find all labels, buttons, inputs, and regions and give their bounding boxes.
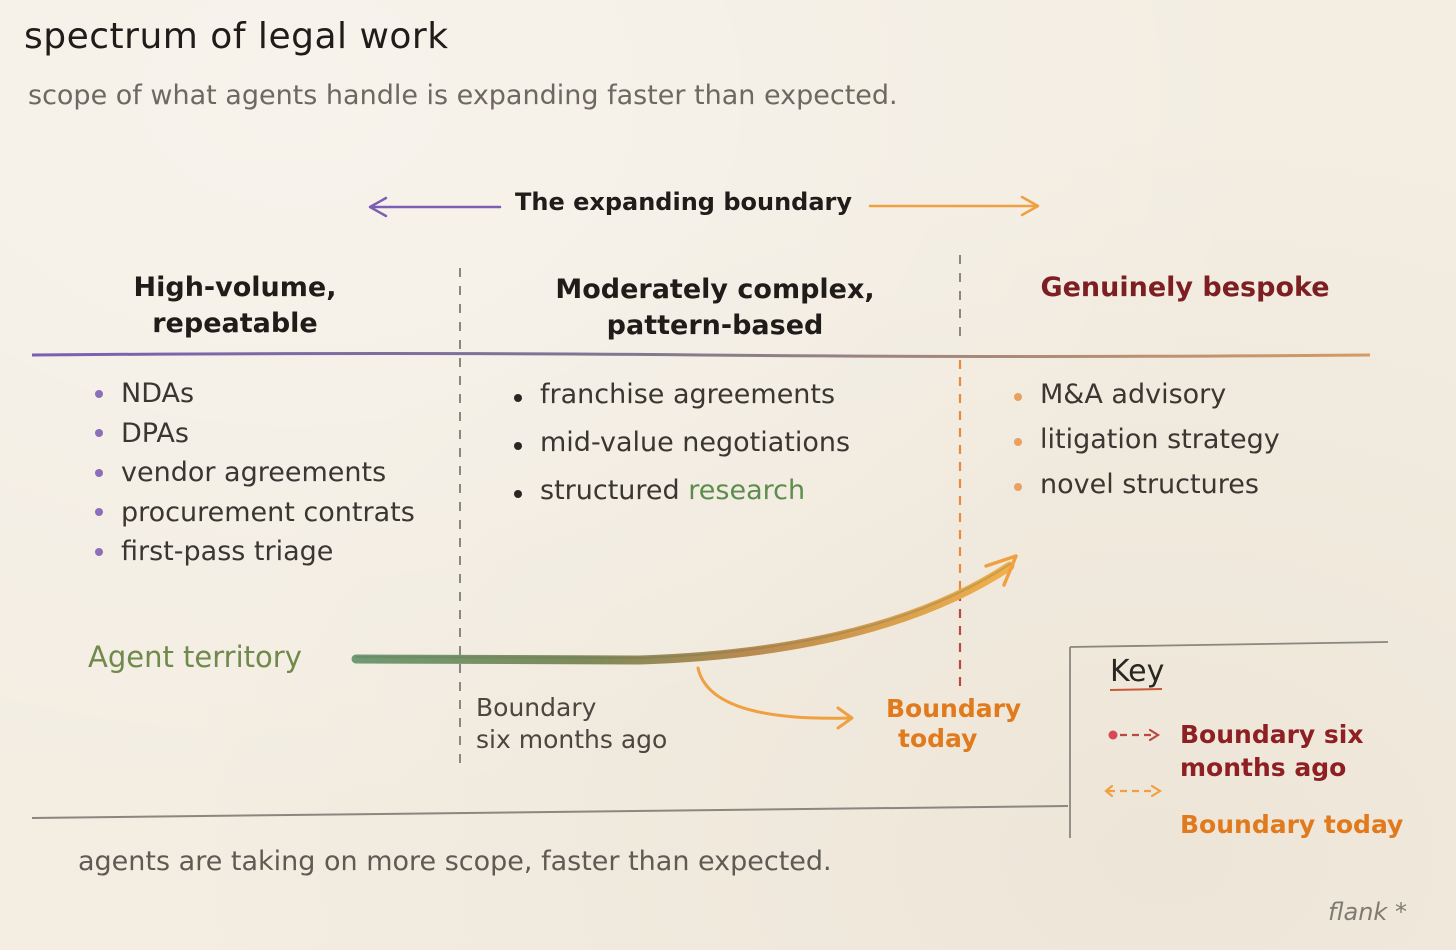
list-moderately-complex: franchise agreements mid-value negotiati… [514,374,850,518]
label-line: today [898,724,978,753]
list-item: first-pass triage [95,532,415,572]
list-item-label: mid-value negotiations [540,427,851,458]
list-item-label: vendor agreements [121,457,387,488]
key-entry-line: months ago [1180,753,1347,782]
shift-to-today-arrow [696,666,854,730]
bullet-icon [514,394,522,402]
key-entry-six-months: Boundary six months ago [1180,718,1364,784]
agent-territory-arrow [351,554,1018,665]
list-item-label: M&A advisory [1040,379,1227,410]
list-item: M&A advisory [1014,374,1280,419]
column-heading-high-volume: High-volume, repeatable [100,270,370,342]
signature: flank * [1328,898,1407,926]
bullet-icon [95,429,103,438]
highlighted-word: research [688,475,806,506]
heading-line: Genuinely bespoke [1040,272,1330,303]
key-today-symbol [1104,784,1163,798]
expanding-boundary-left-arrow [368,196,502,218]
key-box [1069,641,1389,838]
heading-line: repeatable [152,308,318,339]
list-item-label: novel structures [1040,469,1259,500]
column-heading-moderately-complex: Moderately complex, pattern-based [545,272,885,344]
label-line: Boundary [886,694,1022,723]
list-item-label: NDAs [121,378,195,409]
boundary-today-label: Boundary today [886,694,1021,754]
list-high-volume: NDAs DPAs vendor agreements procurement … [95,374,415,572]
list-item-label: procurement contrats [121,496,415,528]
bullet-icon [514,490,522,498]
list-item: procurement contrats [95,493,415,533]
key-six-months-symbol [1108,728,1161,742]
list-item-label: first-pass triage [121,536,334,567]
expanding-boundary-label: The expanding boundary [515,188,853,216]
agent-territory-label: Agent territory [88,640,302,674]
heading-line: High-volume, [133,272,337,303]
list-item-label: structured [540,475,680,506]
list-item: litigation strategy [1014,419,1280,464]
list-bespoke: M&A advisory litigation strategy novel s… [1014,374,1280,509]
list-item: franchise agreements [514,374,850,422]
key-title: Key [1110,654,1165,689]
bullet-icon [95,468,103,477]
bullet-icon [1014,437,1022,446]
bullet-icon [1014,392,1022,401]
boundary-six-months-label: Boundary six months ago [476,692,667,756]
bullet-icon [1014,482,1022,491]
column-heading-bespoke: Genuinely bespoke [1030,270,1340,306]
bullet-icon [95,508,103,517]
page-subtitle: scope of what agents handle is expanding… [28,80,898,111]
bullet-icon [95,547,103,556]
label-line: Boundary [476,693,597,722]
bullet-icon [95,389,103,398]
list-item: DPAs [95,414,415,454]
page-title: spectrum of legal work [24,16,449,57]
list-item: structured research [514,470,850,518]
bottom-divider-line [31,805,1069,819]
heading-line: Moderately complex, [555,274,875,305]
list-item: novel structures [1014,464,1280,509]
label-line: six months ago [476,725,668,754]
heading-line: pattern-based [606,310,824,341]
list-item-label: franchise agreements [540,379,836,410]
key-entry-line: Boundary six [1180,720,1364,749]
key-entry-today: Boundary today [1180,810,1404,839]
list-item: mid-value negotiations [514,422,850,470]
list-item-label: litigation strategy [1040,424,1280,455]
list-item: vendor agreements [95,453,415,493]
expanding-boundary-right-arrow [868,195,1040,217]
header-divider-line [31,352,1371,358]
footer-text: agents are taking on more scope, faster … [78,846,832,877]
list-item: NDAs [95,374,415,414]
bullet-icon [514,442,522,450]
list-item-label: DPAs [121,417,189,449]
